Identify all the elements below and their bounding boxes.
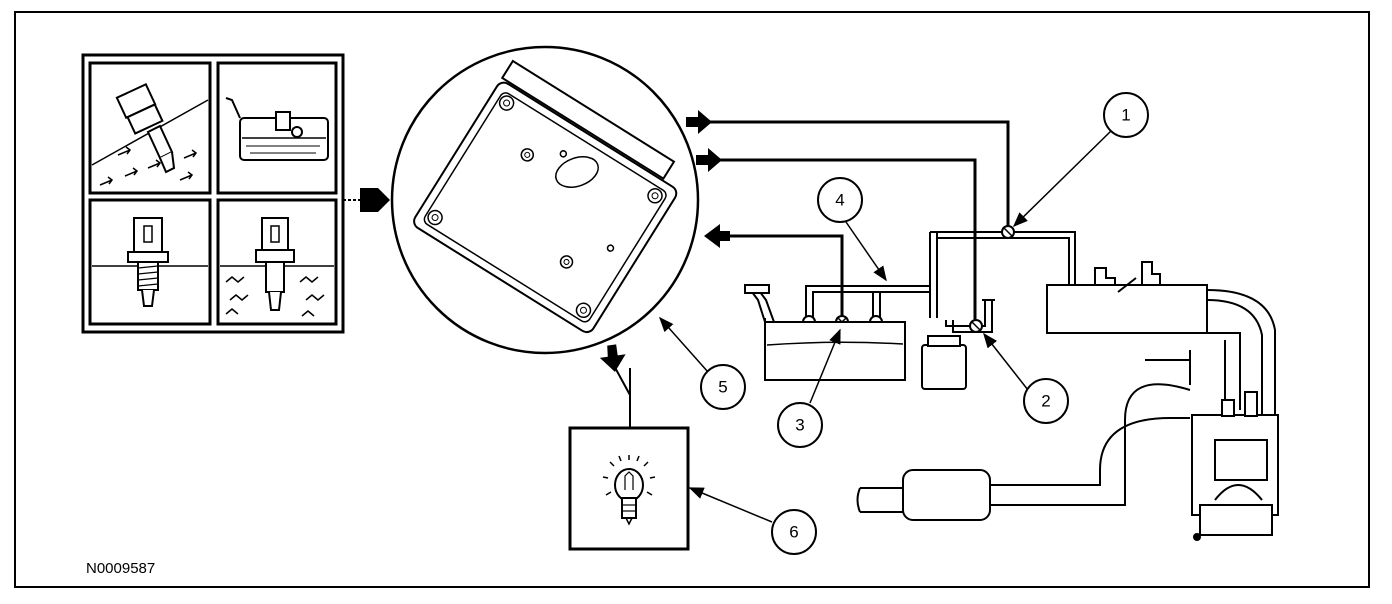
control-module <box>390 45 700 355</box>
callout-6-label: 6 <box>789 523 798 542</box>
callout-1-label: 1 <box>1121 106 1130 125</box>
callout-2: 2 <box>1023 378 1069 424</box>
lamp-bulb-icon <box>602 455 656 526</box>
threaded-sensor-icon <box>92 217 208 307</box>
fuel-tank-sensor-icon <box>225 97 329 161</box>
callout-2-label: 2 <box>1041 392 1050 411</box>
input-arrowhead-3 <box>704 224 730 248</box>
callout-5: 5 <box>700 364 746 410</box>
callout-4: 4 <box>817 177 863 223</box>
callout-3: 3 <box>777 402 823 448</box>
callout-3-label: 3 <box>795 416 804 435</box>
airflow-sensor-icon <box>91 82 209 186</box>
valve-2 <box>969 319 983 333</box>
valve-1 <box>1001 225 1015 239</box>
evap-canister <box>921 335 967 390</box>
fluid-sensor-icon <box>220 217 334 317</box>
callout-4-label: 4 <box>835 191 844 210</box>
input-arrow <box>343 188 390 212</box>
vapor-hoses <box>805 231 1076 333</box>
callout-leaders <box>659 129 1113 523</box>
indicator-lamp-box <box>568 361 690 551</box>
output-arrowhead-1 <box>686 110 712 134</box>
callout-6: 6 <box>771 509 817 555</box>
figure-id-label: N0009587 <box>86 560 155 577</box>
sensor-panel <box>81 53 345 334</box>
output-arrowhead-2 <box>696 148 722 172</box>
callout-5-label: 5 <box>718 378 727 397</box>
engine-assembly <box>856 261 1279 541</box>
callout-1: 1 <box>1103 92 1149 138</box>
output-arrowhead-4 <box>599 344 626 372</box>
outer-frame <box>14 11 1370 588</box>
fuel-tank <box>744 284 906 381</box>
